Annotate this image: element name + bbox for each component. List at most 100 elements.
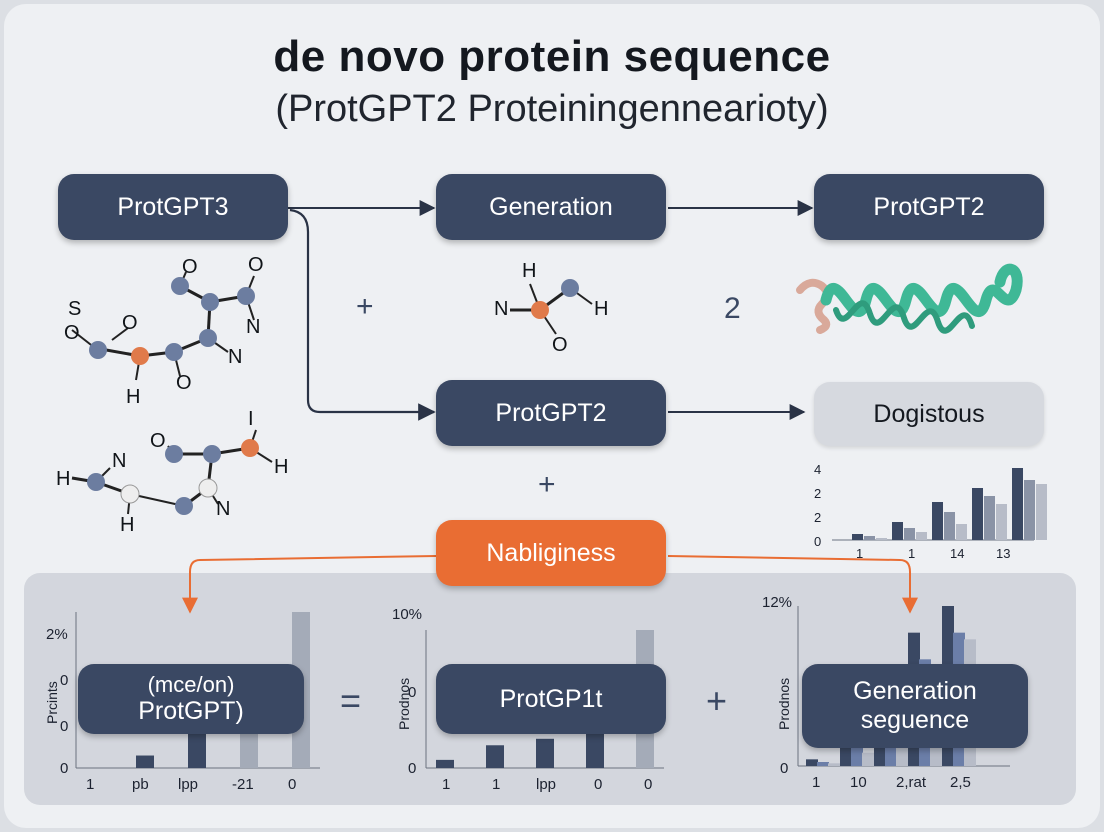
equals-operator: = [340, 680, 362, 721]
atom-label: H [120, 514, 135, 536]
molecule-left-bottom [71, 429, 273, 515]
node-label: ProtGPT2 [495, 398, 607, 427]
y-tick-label: 0 [60, 718, 69, 735]
x-tick-label: 1 [492, 776, 501, 793]
x-tick-label: 1 [812, 774, 821, 791]
y-axis-label: Prodnos [776, 677, 792, 730]
x-tick-label: lpp [536, 776, 557, 793]
node-generation[interactable]: Generation [436, 174, 666, 240]
bar [486, 745, 504, 768]
y-tick-label: 0 [814, 534, 822, 549]
page-title: de novo protein sequence [273, 32, 831, 81]
node-label: ProtGPT3 [117, 192, 229, 221]
bar [188, 730, 206, 768]
bar [864, 536, 875, 540]
molecule-left-top [71, 271, 255, 381]
atom-label: O [64, 322, 80, 344]
y-tick-label: 2 [814, 510, 822, 525]
atom-label: N [216, 498, 231, 520]
bar [862, 752, 874, 766]
x-tick-label: pb [132, 776, 149, 793]
bar [876, 538, 887, 540]
bar [916, 532, 927, 540]
x-tick-label: 0 [594, 776, 603, 793]
bar [892, 522, 903, 540]
y-tick-label: 0 [408, 684, 417, 701]
y-tick-label: 0 [60, 760, 69, 777]
bar [904, 528, 915, 540]
node-label: Dogistous [873, 399, 985, 428]
x-tick-label: 2,rat [896, 774, 927, 791]
arrow-nabliginess-right [667, 555, 918, 614]
bar [996, 504, 1007, 540]
molecule-center [510, 279, 593, 335]
node-label: ProtGP1t [499, 684, 603, 713]
plus-operator: + [706, 680, 728, 721]
atom-label: O [248, 254, 264, 276]
bar [984, 496, 995, 540]
arrow-nabliginess-left [182, 555, 437, 614]
y-tick-label: 0 [780, 760, 789, 777]
node-protgpt2-top[interactable]: ProtGPT2 [814, 174, 1044, 240]
y-tick-label: 2% [46, 626, 68, 643]
y-axis-label: Prcints [44, 681, 60, 724]
bar [1012, 468, 1023, 540]
atom-label: S [68, 298, 82, 320]
bar [1024, 480, 1035, 540]
bar [817, 762, 829, 766]
atom-label: H [594, 298, 609, 320]
bar [956, 524, 967, 540]
x-tick-label: 2,5 [950, 774, 971, 791]
bar [852, 534, 863, 540]
atom-label: H [126, 386, 141, 408]
x-tick-label: 10 [850, 774, 867, 791]
atom-label: O [552, 334, 568, 356]
x-tick-label: 1 [86, 776, 95, 793]
atom-label: H [274, 456, 289, 478]
y-tick-label: 12% [762, 594, 793, 611]
node-label: Nabliginess [486, 538, 616, 567]
atom-label: I [248, 408, 254, 430]
y-tick-label: 10% [392, 606, 423, 623]
page-subtitle: (ProtGPT2 Proteiningennearioty) [275, 88, 829, 130]
node-protgp1t-bottom[interactable]: ProtGP1t [436, 664, 666, 734]
x-tick-label: 1 [856, 546, 864, 561]
node-protgpt3[interactable]: ProtGPT3 [58, 174, 288, 240]
two-operator: 2 [724, 292, 741, 325]
x-tick-label: lpp [178, 776, 199, 793]
node-protgpt2-mid[interactable]: ProtGPT2 [436, 380, 666, 446]
node-nabliginess[interactable]: Nabliginess [436, 520, 666, 586]
plus-operator: + [538, 468, 556, 501]
atom-label: N [494, 298, 509, 320]
atom-label: O [182, 256, 198, 278]
node-label: ProtGPT2 [873, 192, 985, 221]
atom-label: H [522, 260, 537, 282]
atom-label: N [228, 346, 243, 368]
node-label-line1: (mcе/on) [147, 671, 235, 697]
x-tick-label: 1 [908, 546, 916, 561]
node-label: Generation [489, 192, 613, 221]
x-tick-label: -21 [232, 776, 254, 793]
node-generation-sequence[interactable]: Generation seguence [802, 664, 1028, 748]
x-tick-label: 1 [442, 776, 451, 793]
atom-label: N [112, 450, 127, 472]
y-tick-label: 0 [408, 760, 417, 777]
node-label-line1: Generation [853, 677, 977, 706]
bar [436, 759, 454, 768]
chart-top-right [832, 468, 1047, 541]
atom-label: O [150, 430, 166, 452]
x-tick-label: 0 [644, 776, 653, 793]
bar [806, 759, 818, 766]
bar [1036, 484, 1047, 540]
bar [851, 746, 863, 766]
bar [932, 502, 943, 540]
y-tick-label: 2 [814, 486, 822, 501]
x-tick-label: 0 [288, 776, 297, 793]
bar [972, 488, 983, 540]
node-dogistous[interactable]: Dogistous [814, 382, 1044, 446]
atom-label: N [246, 316, 261, 338]
y-tick-label: 4 [814, 462, 822, 477]
node-protgpt-bottom-left[interactable]: (mcе/on) ProtGPT) [78, 664, 304, 734]
x-tick-label: 13 [996, 546, 1011, 561]
y-tick-label: 0 [60, 672, 69, 689]
